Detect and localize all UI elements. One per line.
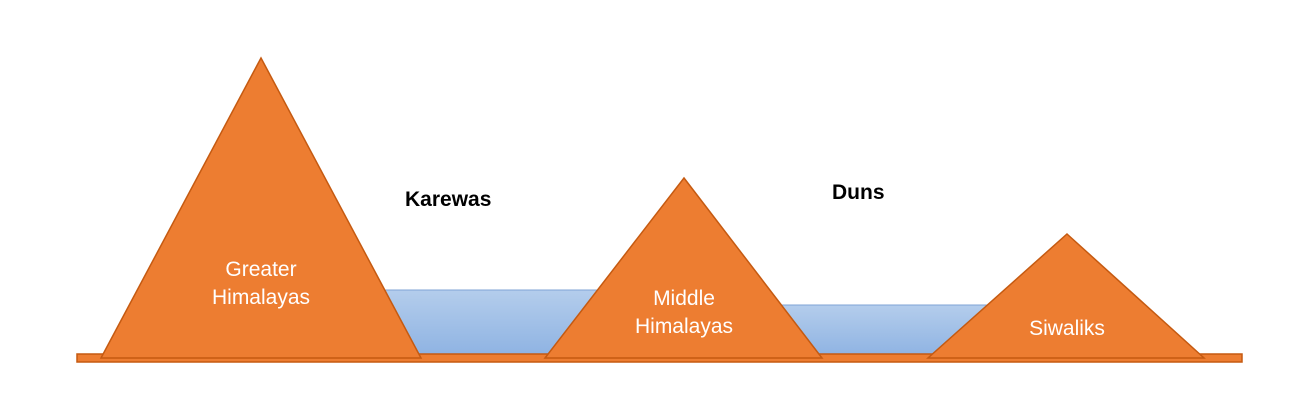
greater-himalayas-triangle — [99, 56, 423, 359]
greater-himalayas-label: Greater Himalayas — [181, 256, 341, 312]
duns-label: Duns — [832, 181, 885, 204]
middle-himalayas-line1: Middle — [653, 287, 715, 310]
middle-himalayas-line2: Himalayas — [634, 315, 734, 338]
middle-himalayas-label: Middle Himalayas — [604, 285, 764, 341]
middle-himalayas-triangle — [543, 176, 824, 359]
greater-himalayas-line2: Himalayas — [211, 286, 311, 309]
siwaliks-triangle — [926, 232, 1206, 359]
karewas-label: Karewas — [405, 188, 492, 211]
siwaliks-label: Siwaliks — [987, 315, 1147, 343]
greater-himalayas-line1: Greater — [225, 258, 297, 281]
siwaliks-line1: Siwaliks — [1029, 317, 1105, 340]
